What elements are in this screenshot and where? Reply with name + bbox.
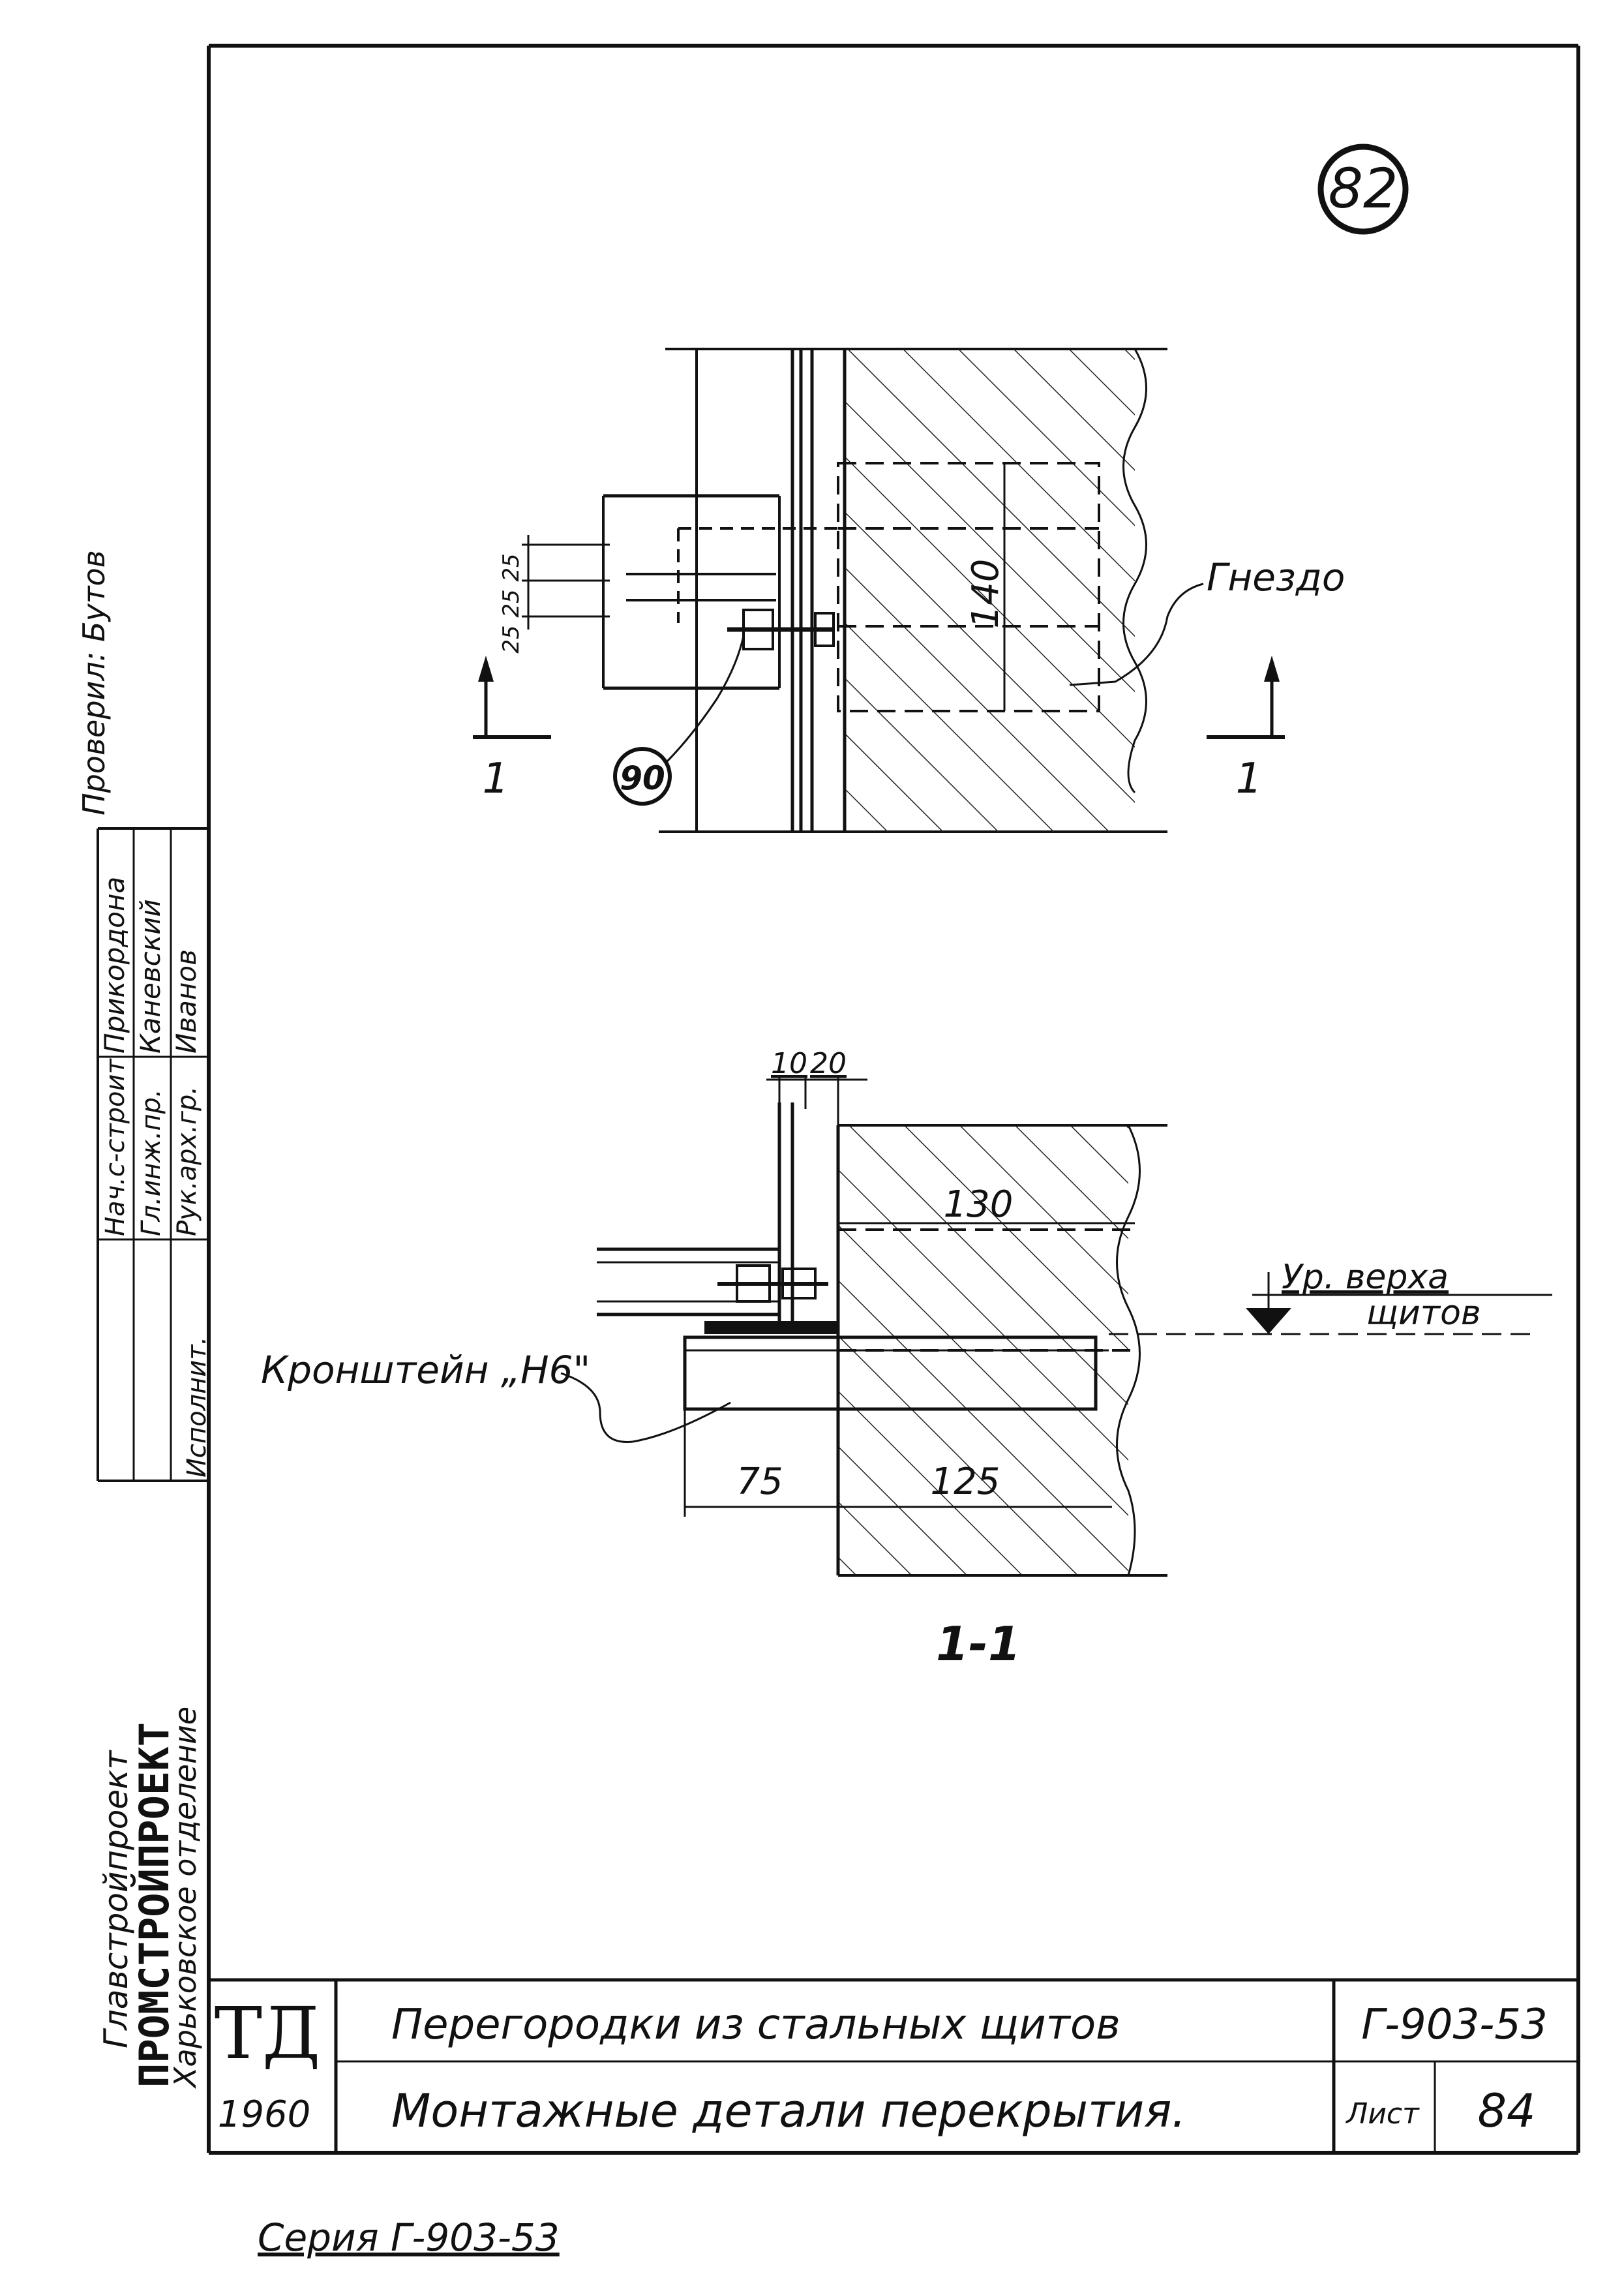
level-label-line2: щитов (1366, 1294, 1481, 1333)
tb-title-line2: Монтажные детали перекрытия. (391, 2084, 1186, 2138)
plan-view: 140 25 25 25 Гнездо 90 1 1 (473, 348, 1345, 833)
drawing-frame (207, 44, 1580, 2155)
wall-hatch-plan (845, 349, 1135, 832)
dim-10: 10 (771, 1047, 807, 1080)
bracket-label: Кронштейн „Н6" (261, 1348, 590, 1392)
section-view: 10 20 130 75 125 Кронштейн „Н6" Ур. верх… (261, 1047, 1552, 1671)
section-mark-left: 1 (483, 755, 509, 803)
dim-25a: 25 (498, 553, 524, 581)
dim-125: 125 (931, 1461, 1000, 1503)
name-1: Прикордона (98, 877, 130, 1054)
section-mark-right: 1 (1236, 755, 1263, 803)
org-line2: ПРОМСТРОЙПРОЕКТ (130, 1722, 178, 2088)
role-2: Гл.инж.пр. (136, 1089, 166, 1236)
org-line1: Главстройпроект (97, 1750, 135, 2048)
tb-series-code: Г-903-53 (1361, 2001, 1547, 2049)
dim-75: 75 (736, 1461, 783, 1503)
role-1: Нач.с-строит (100, 1057, 130, 1236)
tb-title-line1: Перегородки из стальных щитов (391, 2001, 1120, 2049)
name-2: Каневский (134, 899, 166, 1054)
tb-year: 1960 (218, 2093, 311, 2136)
label-nest: Гнездо (1207, 555, 1345, 600)
footer-series: Серия Г-903-53 (258, 2215, 560, 2260)
tb-sheet-label: Лист (1345, 2097, 1420, 2131)
sheet-badge: 82 (1317, 144, 1409, 235)
badge-number: 82 (1329, 157, 1398, 220)
org-line3: Харьковское отделение (168, 1707, 203, 2089)
dim-25b: 25 (498, 589, 524, 617)
dim-20: 20 (810, 1047, 847, 1080)
role-3: Рук.арх.гр. (172, 1086, 202, 1236)
dim-140: 140 (965, 559, 1007, 629)
dim-25c: 25 (498, 625, 524, 653)
checked-by: Проверил: Бутов (76, 550, 112, 815)
section-title: 1-1 (936, 1617, 1021, 1671)
role-4: Исполнит. (182, 1337, 212, 1478)
title-block: ТД 1960 Перегородки из стальных щитов Мо… (209, 1978, 1578, 2153)
level-label-line1: Ур. верха (1282, 1258, 1449, 1297)
side-stamp: Нач.с-строит Гл.инж.пр. Рук.арх.гр. Испо… (76, 550, 212, 2089)
dim-130: 130 (944, 1183, 1014, 1226)
footer: Серия Г-903-53 (258, 2215, 560, 2260)
callout-90: 90 (620, 759, 665, 797)
name-3: Иванов (170, 949, 202, 1054)
tb-sheet-number: 84 (1477, 2084, 1535, 2138)
tb-code: ТД (215, 1992, 321, 2075)
